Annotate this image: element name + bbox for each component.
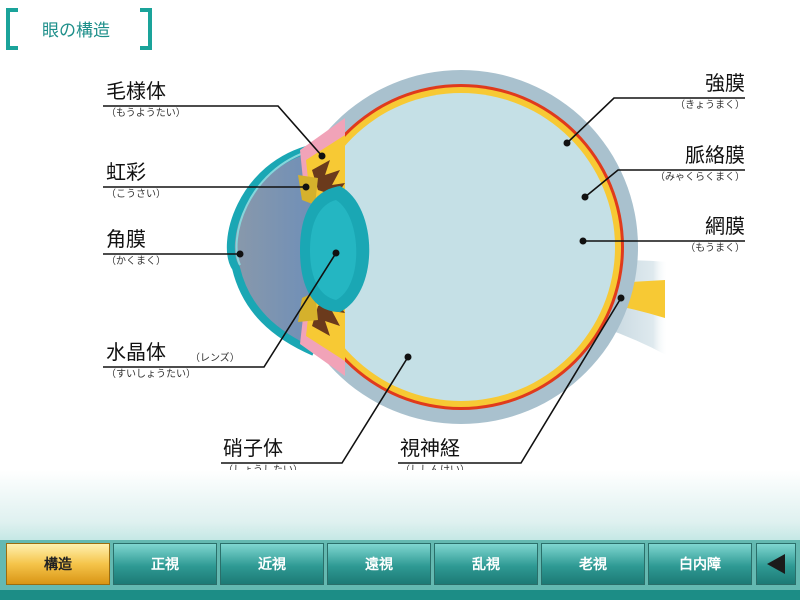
marker-vitreous	[404, 353, 412, 361]
marker-iris	[302, 183, 310, 191]
label-lens-reading: （すいしょうたい）	[106, 369, 196, 380]
label-sclera: 強膜 （きょうまく）	[675, 72, 745, 112]
label-sclera-reading: （きょうまく）	[675, 100, 745, 111]
label-ciliary-body-reading: （もうようたい）	[106, 108, 186, 119]
leader-choroid	[584, 169, 745, 198]
tab-emmetropia[interactable]: 正視	[113, 543, 217, 585]
navigation-toolbar: 構造 正視 近視 遠視 乱視 老視 白内障	[0, 540, 800, 590]
vitreous-body	[307, 93, 615, 401]
tab-astigmatism[interactable]: 乱視	[434, 543, 538, 585]
label-iris-reading: （こうさい）	[106, 189, 166, 200]
tab-hyperopia[interactable]: 遠視	[327, 543, 431, 585]
page-header: 眼の構造	[6, 8, 152, 50]
tab-structure[interactable]: 構造	[6, 543, 110, 585]
left-arrow-icon	[767, 554, 785, 574]
label-vitreous-body-main: 硝子体	[223, 436, 283, 460]
leader-vitreous	[221, 356, 409, 464]
bottom-strip	[0, 590, 800, 600]
label-retina: 網膜 （もうまく）	[685, 215, 745, 255]
tab-myopia[interactable]: 近視	[220, 543, 324, 585]
label-cornea: 角膜 （かくまく）	[106, 228, 166, 268]
label-lens: 水晶体 （すいしょうたい）	[106, 341, 196, 381]
page-title: 眼の構造	[42, 21, 110, 41]
left-bracket	[6, 8, 18, 50]
label-iris: 虹彩 （こうさい）	[106, 161, 166, 201]
label-sclera-main: 強膜	[705, 71, 745, 95]
iris-top	[298, 175, 318, 205]
label-lens-main: 水晶体	[106, 340, 166, 364]
leader-sclera	[566, 97, 745, 144]
label-choroid-main: 脈絡膜	[685, 143, 745, 167]
marker-sclera	[563, 139, 571, 147]
label-ciliary-body-main: 毛様体	[106, 79, 166, 103]
marker-ciliary	[318, 152, 326, 160]
back-button[interactable]	[756, 543, 796, 585]
leader-ciliary	[103, 105, 323, 157]
tab-presbyopia[interactable]: 老視	[541, 543, 645, 585]
label-cornea-reading: （かくまく）	[106, 256, 166, 267]
tab-cataract[interactable]: 白内障	[648, 543, 752, 585]
leader-optic-nerve	[398, 297, 622, 464]
marker-retina	[579, 237, 587, 245]
right-bracket	[140, 8, 152, 50]
label-ciliary-body: 毛様体 （もうようたい）	[106, 80, 186, 120]
label-retina-main: 網膜	[705, 214, 745, 238]
label-iris-main: 虹彩	[106, 160, 146, 184]
label-choroid: 脈絡膜 （みゃくらくまく）	[655, 144, 745, 184]
label-lens-alias: （レンズ）	[190, 353, 240, 364]
label-retina-reading: （もうまく）	[685, 243, 745, 254]
marker-choroid	[581, 193, 589, 201]
label-choroid-reading: （みゃくらくまく）	[655, 172, 745, 183]
marker-optic-nerve	[617, 294, 625, 302]
leader-lens	[103, 252, 337, 368]
marker-cornea	[236, 250, 244, 258]
marker-lens	[332, 249, 340, 257]
label-cornea-main: 角膜	[106, 227, 146, 251]
label-optic-nerve-main: 視神経	[400, 436, 460, 460]
